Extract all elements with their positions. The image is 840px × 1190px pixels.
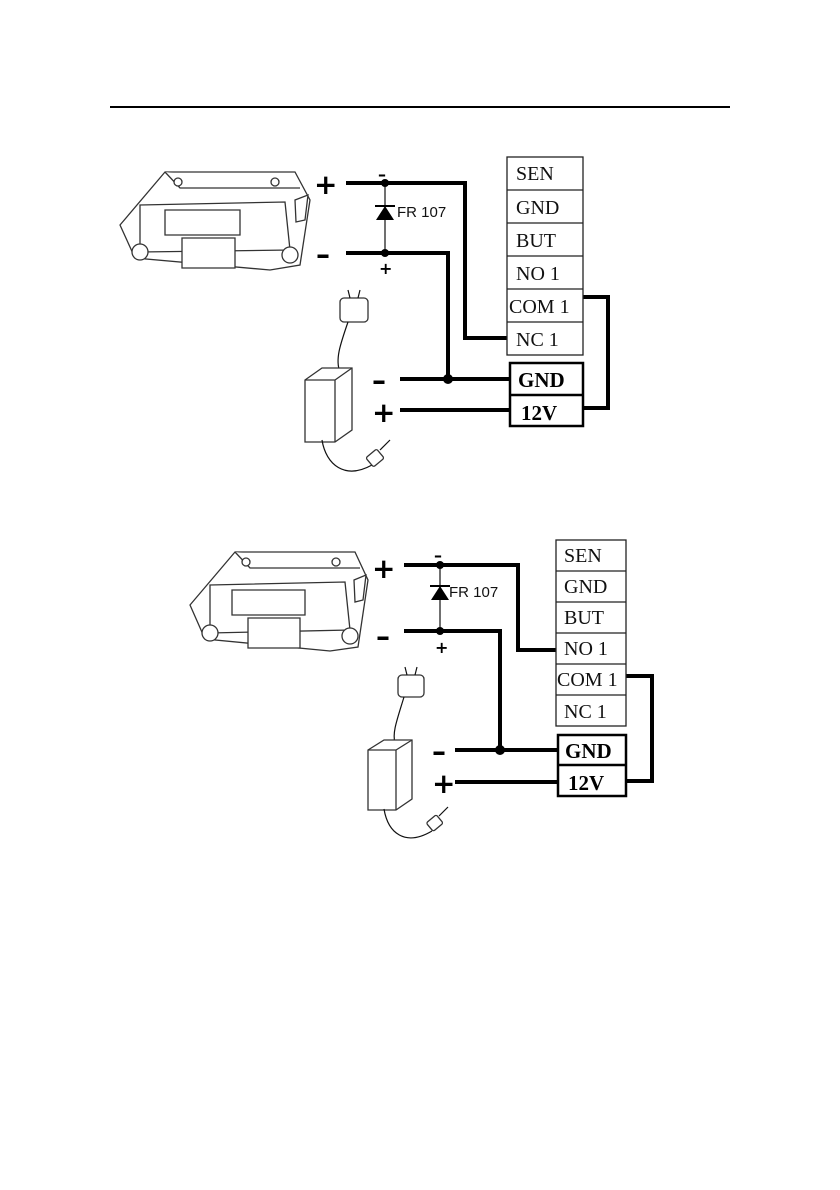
terminal-block: SEN GND BUT NO 1 COM 1 NC 1 bbox=[507, 157, 583, 355]
wiring-diagram-no: + – – + FR 107 – + bbox=[0, 525, 840, 855]
supply-minus-label: – bbox=[372, 364, 386, 397]
terminal-com1: COM 1 bbox=[509, 296, 570, 318]
power-terminal-block: GND 12V bbox=[510, 363, 583, 426]
terminal-no1: NO 1 bbox=[564, 638, 608, 660]
supply-plus-label: + bbox=[432, 767, 455, 800]
wiring-diagram-nc: + – – + FR 107 – + bbox=[0, 140, 840, 485]
lock-plus-label: + bbox=[372, 552, 395, 585]
power-terminal-12v: 12V bbox=[521, 401, 557, 425]
terminal-nc1: NC 1 bbox=[564, 701, 607, 723]
terminal-but: BUT bbox=[564, 607, 604, 629]
lock-plus-label: + bbox=[314, 168, 337, 201]
power-terminal-12v: 12V bbox=[568, 771, 604, 795]
terminal-block: SEN GND BUT NO 1 COM 1 NC 1 bbox=[556, 540, 626, 726]
supply-minus-label: – bbox=[432, 735, 446, 768]
electric-strike-lock-icon bbox=[190, 552, 368, 651]
terminal-but: BUT bbox=[516, 230, 556, 252]
diode-symbol bbox=[375, 206, 395, 220]
supply-plus-label: + bbox=[372, 396, 395, 429]
terminal-gnd: GND bbox=[516, 197, 559, 219]
power-terminal-gnd: GND bbox=[565, 739, 612, 763]
diode-label: FR 107 bbox=[449, 584, 498, 601]
diode-symbol bbox=[430, 586, 450, 600]
terminal-nc1: NC 1 bbox=[516, 329, 559, 351]
power-terminal-block: GND 12V bbox=[558, 735, 626, 796]
lock-minus-label: – bbox=[316, 238, 330, 271]
power-terminal-gnd: GND bbox=[518, 368, 565, 392]
lock-minus-label: – bbox=[376, 620, 390, 653]
terminal-no1: NO 1 bbox=[516, 263, 560, 285]
diode-label: FR 107 bbox=[397, 204, 446, 221]
terminal-com1: COM 1 bbox=[557, 669, 618, 691]
electric-strike-lock-icon bbox=[120, 172, 310, 270]
header-rule bbox=[110, 106, 730, 108]
terminal-sen: SEN bbox=[516, 163, 554, 185]
terminal-sen: SEN bbox=[564, 545, 602, 567]
diode-plus-label: + bbox=[379, 259, 392, 278]
diode-plus-label: + bbox=[435, 638, 448, 657]
terminal-gnd: GND bbox=[564, 576, 607, 598]
